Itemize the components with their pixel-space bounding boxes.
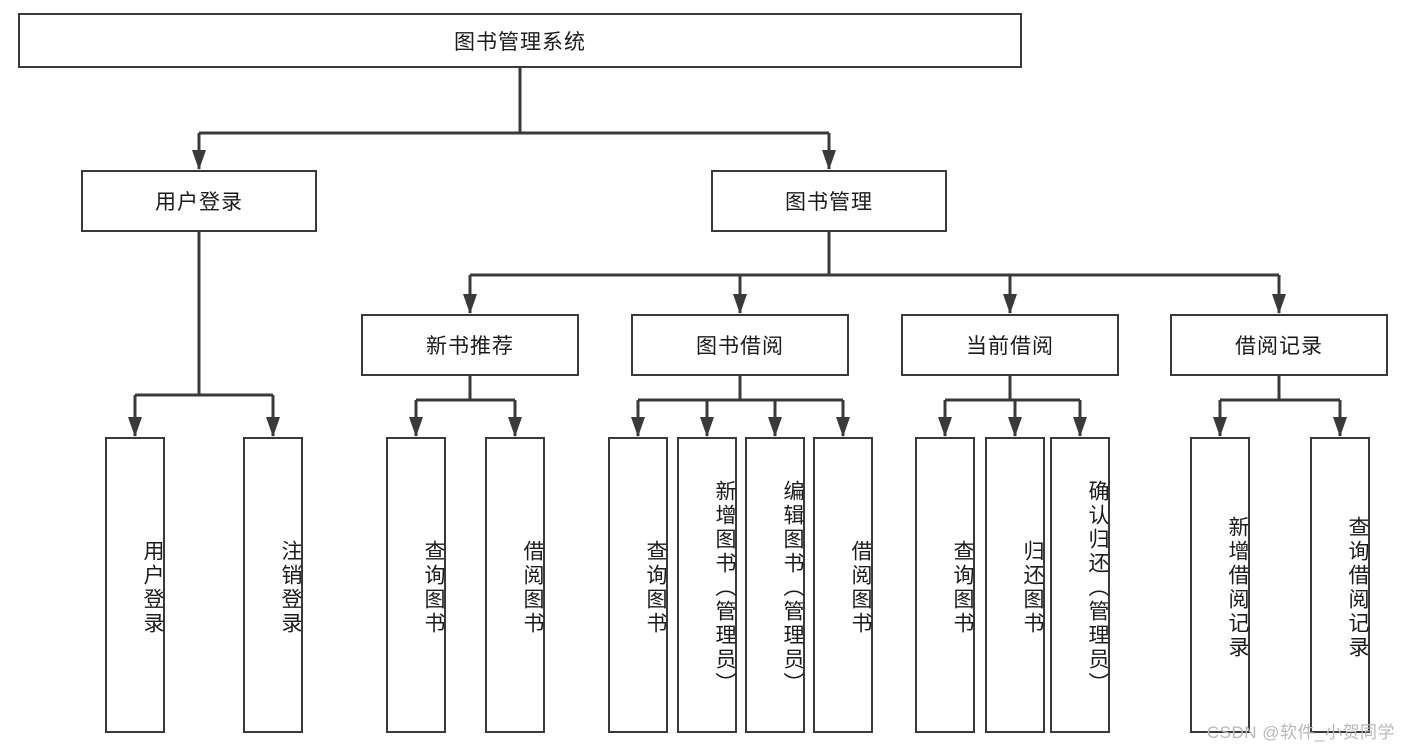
node-label: 图书管理 <box>785 191 873 214</box>
node-b-edit[interactable]: 编辑图书（管理员） <box>745 437 805 733</box>
node-b-add[interactable]: 新增图书（管理员） <box>677 437 737 733</box>
node-label: 借阅记录 <box>1235 335 1323 358</box>
arrowhead-icon <box>700 417 714 437</box>
arrowhead-icon <box>1003 294 1017 314</box>
arrowhead-icon <box>1008 417 1022 437</box>
node-label: 图书借阅 <box>696 335 784 358</box>
node-label: 当前借阅 <box>966 335 1054 358</box>
arrowhead-icon <box>463 294 477 314</box>
node-n-query[interactable]: 查询图书 <box>386 437 446 733</box>
node-label: 新增图书（管理员） <box>713 480 736 696</box>
node-c-confirm[interactable]: 确认归还（管理员） <box>1050 437 1110 733</box>
node-label: 用户登录 <box>141 540 164 636</box>
node-label: 查询图书 <box>951 540 974 636</box>
node-label: 用户登录 <box>155 191 243 214</box>
node-b-query[interactable]: 查询图书 <box>608 437 668 733</box>
arrowhead-icon <box>733 294 747 314</box>
node-r-query[interactable]: 查询借阅记录 <box>1310 437 1370 733</box>
node-bookmgmt[interactable]: 图书管理 <box>711 170 947 232</box>
node-l-login[interactable]: 用户登录 <box>105 437 165 733</box>
node-records[interactable]: 借阅记录 <box>1170 314 1388 376</box>
node-l-logout[interactable]: 注销登录 <box>243 437 303 733</box>
arrowhead-icon <box>1213 417 1227 437</box>
node-b-lend[interactable]: 借阅图书 <box>813 437 873 733</box>
node-current[interactable]: 当前借阅 <box>901 314 1119 376</box>
node-label: 查询图书 <box>644 540 667 636</box>
arrowhead-icon <box>128 417 142 437</box>
watermark: CSDN @软件_小贺同学 <box>1206 723 1395 742</box>
arrowhead-icon <box>508 417 522 437</box>
node-label: 查询图书 <box>422 540 445 636</box>
arrowhead-icon <box>266 417 280 437</box>
node-login[interactable]: 用户登录 <box>81 170 317 232</box>
arrowhead-icon <box>631 417 645 437</box>
node-label: 新书推荐 <box>426 335 514 358</box>
node-n-borrow[interactable]: 借阅图书 <box>485 437 545 733</box>
arrowhead-icon <box>768 417 782 437</box>
node-label: 注销登录 <box>279 540 302 636</box>
arrowhead-icon <box>1333 417 1347 437</box>
node-borrow[interactable]: 图书借阅 <box>631 314 849 376</box>
node-label: 借阅图书 <box>521 540 544 636</box>
arrowhead-icon <box>409 417 423 437</box>
arrowhead-icon <box>822 150 836 170</box>
node-label: 查询借阅记录 <box>1346 516 1369 660</box>
node-label: 图书管理系统 <box>454 30 586 54</box>
node-label: 确认归还（管理员） <box>1086 480 1109 696</box>
node-root[interactable]: 图书管理系统 <box>18 13 1022 68</box>
node-label: 新增借阅记录 <box>1226 516 1249 660</box>
node-r-add[interactable]: 新增借阅记录 <box>1190 437 1250 733</box>
arrowhead-icon <box>1272 294 1286 314</box>
node-label: 编辑图书（管理员） <box>781 480 804 696</box>
arrowhead-icon <box>938 417 952 437</box>
arrowhead-icon <box>1073 417 1087 437</box>
node-c-query[interactable]: 查询图书 <box>915 437 975 733</box>
arrowhead-icon <box>836 417 850 437</box>
arrowhead-icon <box>192 150 206 170</box>
node-c-return[interactable]: 归还图书 <box>985 437 1045 733</box>
node-newbook[interactable]: 新书推荐 <box>361 314 579 376</box>
node-label: 借阅图书 <box>849 540 872 636</box>
node-label: 归还图书 <box>1021 540 1044 636</box>
